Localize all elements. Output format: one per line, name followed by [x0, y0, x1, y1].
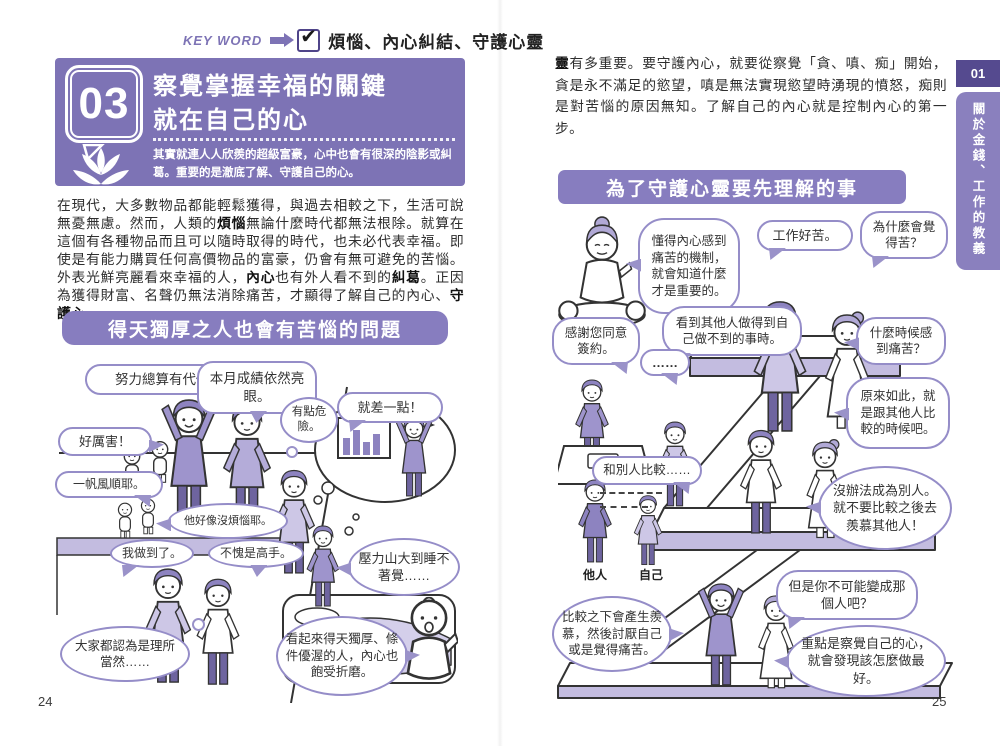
- lesson-number-badge: 03: [65, 65, 143, 143]
- left-body-paragraph: 在現代，大多數物品都能輕鬆獲得，與過去相較之下，生活可說無憂無慮。然而，人類的煩…: [57, 198, 464, 321]
- speech-bubble-envy: 比較之下會產生羨慕，然後討厭自己或是覺得痛苦。: [552, 596, 672, 672]
- chapter-number-tab: 01: [956, 60, 1000, 87]
- thought-bubble-risky: 有點危險。: [280, 397, 338, 443]
- thought-bubble-taken-for-granted: 大家都認為是理所當然……: [60, 626, 190, 682]
- speech-bubble-stress: 壓力山大到睡不著覺……: [348, 538, 460, 596]
- height-compare-line: [600, 506, 648, 508]
- speech-bubble-comparing: 和別人比較……: [592, 456, 702, 485]
- page-fold: [497, 0, 503, 746]
- speech-bubble-why-bitter: 為什麼會覺得苦？: [860, 211, 948, 259]
- speech-bubble-master: 不愧是高手。: [208, 539, 304, 568]
- speech-bubble-work-is-hard: 工作好苦。: [757, 220, 853, 251]
- speech-bubble-i-see: 原來如此，就是跟其他人比較的時候吧。: [846, 377, 950, 449]
- lesson-title-block: 03 察覺掌握幸福的關鍵 就在自己的心 其實就連人人欣羨的超級富豪，心中也會有很…: [55, 58, 465, 186]
- speech-bubble-almost: 就差一點！: [337, 392, 443, 423]
- speech-bubble-buddha-teaching: 懂得內心感到痛苦的機制，就會知道什麼才是重要的。: [638, 218, 740, 314]
- speech-bubble-when-pain: 什麼時候感到痛苦？: [856, 317, 946, 365]
- speech-bubble-key-point: 重點是察覺自己的心，就會發現該怎麼做最好。: [786, 625, 946, 697]
- character-reaching-man: [392, 412, 436, 500]
- speech-bubble-cant-be-others: 沒辦法成為別人。就不要比較之後去羨慕其他人！: [818, 466, 952, 550]
- lesson-title-line2: 就在自己的心: [153, 107, 309, 134]
- right-body-paragraph: 靈有多重要。要守護內心，就要從察覺「貪、嗔、痴」開始，貪是永不滿足的慾望，嗔是無…: [555, 56, 947, 136]
- height-compare-line: [600, 492, 662, 494]
- lesson-lead: 其實就連人人欣羨的超級富豪，心中也會有很深的陰影或糾葛。重要的是澈底了解、守護自…: [153, 149, 452, 180]
- keyword-strip: KEY WORD ✔ 煩惱、內心糾結、守護心靈: [183, 26, 545, 53]
- speech-bubble-silence: ……: [640, 349, 690, 376]
- thought-dot: [192, 618, 205, 631]
- label-other-person: 他人: [583, 568, 608, 582]
- page-number-left: 24: [38, 694, 53, 709]
- badge-tail: [82, 144, 105, 161]
- character-path-man: [735, 428, 787, 538]
- speech-bubble-i-did-it: 我做到了。: [110, 539, 194, 568]
- speech-bubble-tormented: 看起來得天獨厚、條件優渥的人，內心也飽受折磨。: [276, 616, 408, 696]
- character-watcher-chibi-1: [113, 502, 137, 539]
- lesson-title-line1: 察覺掌握幸福的關鍵: [153, 73, 387, 100]
- left-section-banner: 得天獨厚之人也會有苦惱的問題: [62, 311, 448, 345]
- right-section-banner: 為了守護心靈要先理解的事: [558, 170, 906, 204]
- lesson-number: 03: [78, 79, 130, 128]
- speech-bubble-amazing: 好厲害！: [58, 427, 152, 456]
- keyword-terms: 煩惱、內心糾結、守護心靈: [328, 33, 545, 52]
- arrow-right-icon: [270, 33, 295, 47]
- character-buddha-on-cloud: [556, 214, 648, 328]
- keyword-label: KEY WORD: [183, 33, 263, 48]
- speech-bubble-cant-become: 但是你不可能變成那個人吧？: [776, 570, 918, 620]
- chapter-title: 關於金錢、工作的教義: [970, 102, 985, 257]
- speech-bubble-no-worries: 他好像沒煩惱耶。: [168, 503, 288, 539]
- label-self: 自己: [639, 568, 664, 582]
- character-receiving-man: [192, 572, 244, 694]
- character-baby: [400, 596, 458, 690]
- thought-dot: [286, 446, 298, 458]
- title-divider: [153, 138, 455, 141]
- speech-bubble-smooth-sailing: 一帆風順耶。: [55, 471, 163, 498]
- speech-bubble-contract-thanks: 感謝您同意簽約。: [552, 317, 640, 365]
- speech-bubble-see-others: 看到其他人做得到自己做不到的事時。: [662, 306, 802, 356]
- checkbox-icon: ✔: [297, 26, 321, 52]
- character-bottom-man: [695, 578, 747, 690]
- chapter-title-tab: 關於金錢、工作的教義: [956, 92, 1000, 270]
- lotus-icon: [73, 148, 129, 185]
